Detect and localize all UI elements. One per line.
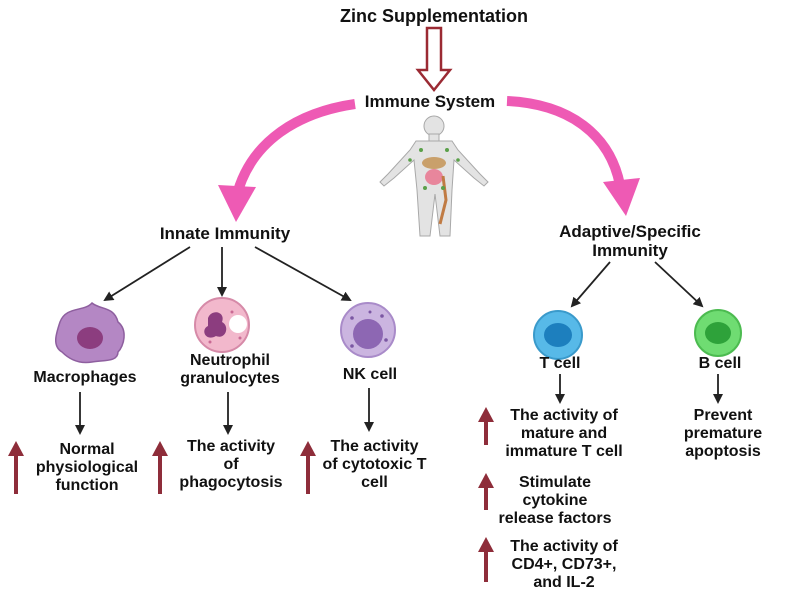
nk-cell-icon bbox=[340, 302, 396, 358]
curved-arrow-right bbox=[506, 96, 640, 216]
t-cell-effect-3: The activity of CD4+, CD73+, and IL-2 bbox=[510, 538, 618, 591]
immune-system-label: Immune System bbox=[364, 92, 496, 111]
macrophage-icon bbox=[55, 301, 125, 364]
t-cell-icon bbox=[533, 310, 583, 360]
diagram-title: Zinc Supplementation bbox=[339, 6, 528, 26]
nk-cell-label: NK cell bbox=[342, 366, 398, 383]
increase-arrow-tcell-3 bbox=[478, 537, 494, 582]
adaptive-immunity-label: Adaptive/Specific Immunity bbox=[559, 222, 701, 261]
macrophages-effect: Normal physiological function bbox=[35, 441, 139, 494]
arrow-adaptive-to-tcell bbox=[570, 261, 611, 308]
arrow-innate-to-macrophages bbox=[103, 246, 191, 302]
increase-arrow-macrophages bbox=[8, 441, 24, 494]
human-body-icon bbox=[379, 115, 489, 237]
organ-illustration bbox=[408, 148, 460, 225]
nk-cell-effect: The activity of cytotoxic T cell bbox=[322, 438, 427, 491]
neutrophil-icon bbox=[194, 297, 250, 353]
t-cell-effect-2: Stimulate cytokine release factors bbox=[498, 474, 612, 527]
macrophages-label: Macrophages bbox=[33, 369, 137, 386]
hollow-down-arrow bbox=[415, 26, 453, 93]
increase-arrow-tcell-1 bbox=[478, 407, 494, 445]
b-cell-icon bbox=[694, 309, 742, 357]
neutrophil-effect: The activity of phagocytosis bbox=[179, 438, 283, 491]
arrow-adaptive-to-bcell bbox=[654, 261, 704, 308]
innate-immunity-label: Innate Immunity bbox=[159, 224, 291, 243]
increase-arrow-tcell-2 bbox=[478, 473, 494, 510]
arrow-innate-to-nk bbox=[254, 246, 352, 301]
t-cell-label: T cell bbox=[539, 355, 581, 372]
t-cell-effect-1: The activity of mature and immature T ce… bbox=[505, 407, 623, 460]
curved-arrow-left bbox=[218, 99, 356, 222]
neutrophil-label: Neutrophil granulocytes bbox=[180, 352, 280, 387]
b-cell-label: B cell bbox=[698, 355, 742, 372]
increase-arrow-neutrophil bbox=[152, 441, 168, 494]
b-cell-effect: Prevent premature apoptosis bbox=[683, 407, 763, 460]
increase-arrow-nk bbox=[300, 441, 316, 494]
